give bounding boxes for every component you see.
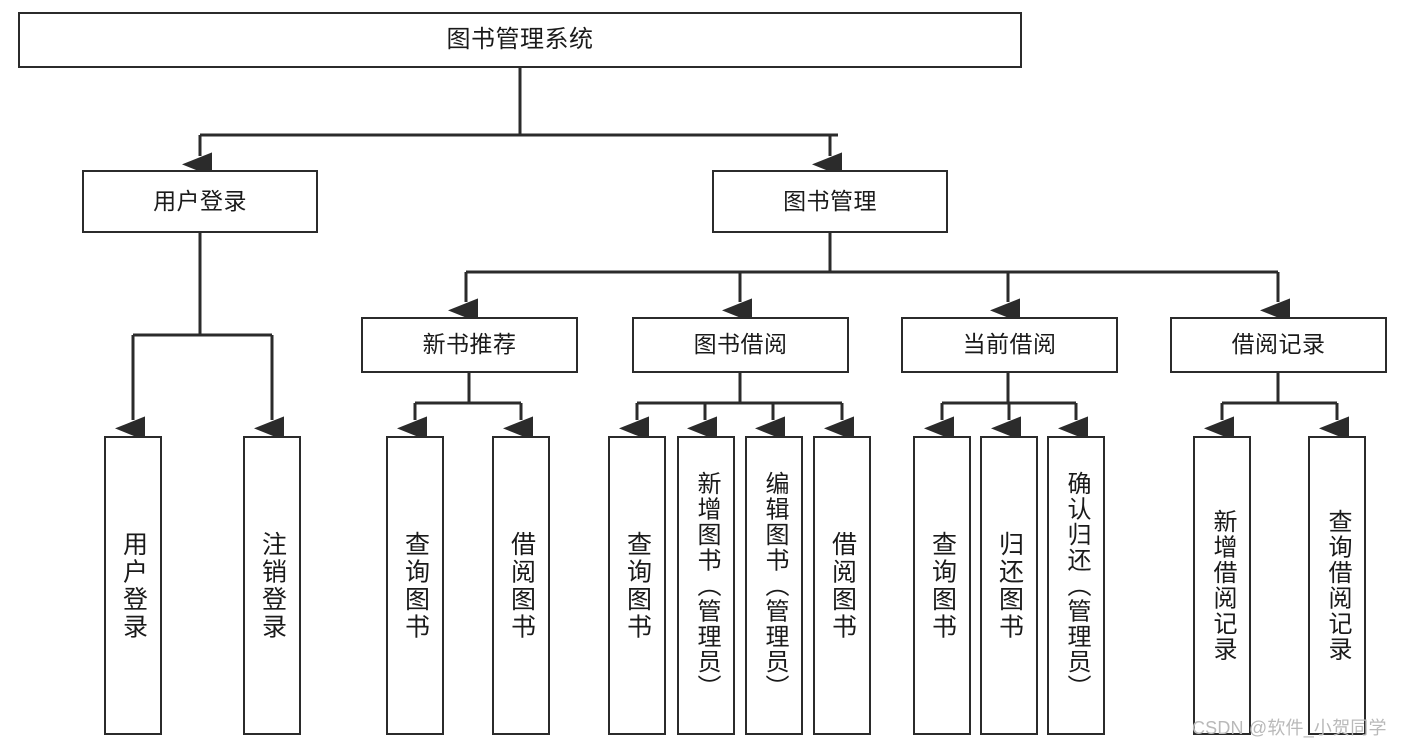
node-leaf-user-login[interactable]: 用户登录 (104, 436, 162, 735)
node-label: 确认归还（管理员） (1063, 471, 1090, 700)
node-label: 借阅图书 (507, 530, 536, 641)
node-leaf-query-book-1[interactable]: 查询图书 (386, 436, 444, 735)
node-label: 借阅图书 (828, 530, 857, 641)
node-label: 图书借阅 (693, 331, 788, 358)
node-label: 查询图书 (623, 530, 652, 641)
node-leaf-query-borrow-record[interactable]: 查询借阅记录 (1308, 436, 1366, 735)
node-label: 编辑图书（管理员） (761, 471, 788, 700)
node-leaf-borrow-book-2[interactable]: 借阅图书 (813, 436, 871, 735)
node-borrow-records[interactable]: 借阅记录 (1170, 317, 1387, 373)
node-root-system[interactable]: 图书管理系统 (18, 12, 1022, 68)
node-label: 查询借阅记录 (1324, 509, 1351, 662)
node-label: 查询图书 (928, 530, 957, 641)
node-leaf-edit-book-admin[interactable]: 编辑图书（管理员） (745, 436, 803, 735)
node-label: 借阅记录 (1231, 331, 1326, 358)
csdn-watermark: CSDN @软件_小贺同学 (1192, 718, 1387, 738)
node-label: 归还图书 (995, 530, 1024, 641)
node-leaf-return-book[interactable]: 归还图书 (980, 436, 1038, 735)
node-label: 用户登录 (119, 530, 148, 641)
node-book-management[interactable]: 图书管理 (712, 170, 948, 233)
node-leaf-add-borrow-record[interactable]: 新增借阅记录 (1193, 436, 1251, 735)
node-user-login[interactable]: 用户登录 (82, 170, 318, 233)
node-leaf-borrow-book-1[interactable]: 借阅图书 (492, 436, 550, 735)
node-book-borrow[interactable]: 图书借阅 (632, 317, 849, 373)
node-leaf-add-book-admin[interactable]: 新增图书（管理员） (677, 436, 735, 735)
node-leaf-confirm-return-admin[interactable]: 确认归还（管理员） (1047, 436, 1105, 735)
node-current-borrow[interactable]: 当前借阅 (901, 317, 1118, 373)
node-label: 图书管理系统 (446, 25, 594, 53)
node-leaf-query-book-2[interactable]: 查询图书 (608, 436, 666, 735)
node-label: 图书管理 (783, 187, 877, 214)
node-label: 新书推荐 (422, 331, 517, 358)
node-label: 注销登录 (258, 530, 287, 641)
node-label: 新增图书（管理员） (693, 471, 720, 700)
node-label: 查询图书 (401, 530, 430, 641)
node-label: 用户登录 (153, 187, 247, 214)
node-label: 当前借阅 (962, 331, 1057, 358)
node-label: 新增借阅记录 (1209, 509, 1236, 662)
node-new-book-recommend[interactable]: 新书推荐 (361, 317, 578, 373)
node-leaf-logout[interactable]: 注销登录 (243, 436, 301, 735)
node-leaf-query-book-3[interactable]: 查询图书 (913, 436, 971, 735)
